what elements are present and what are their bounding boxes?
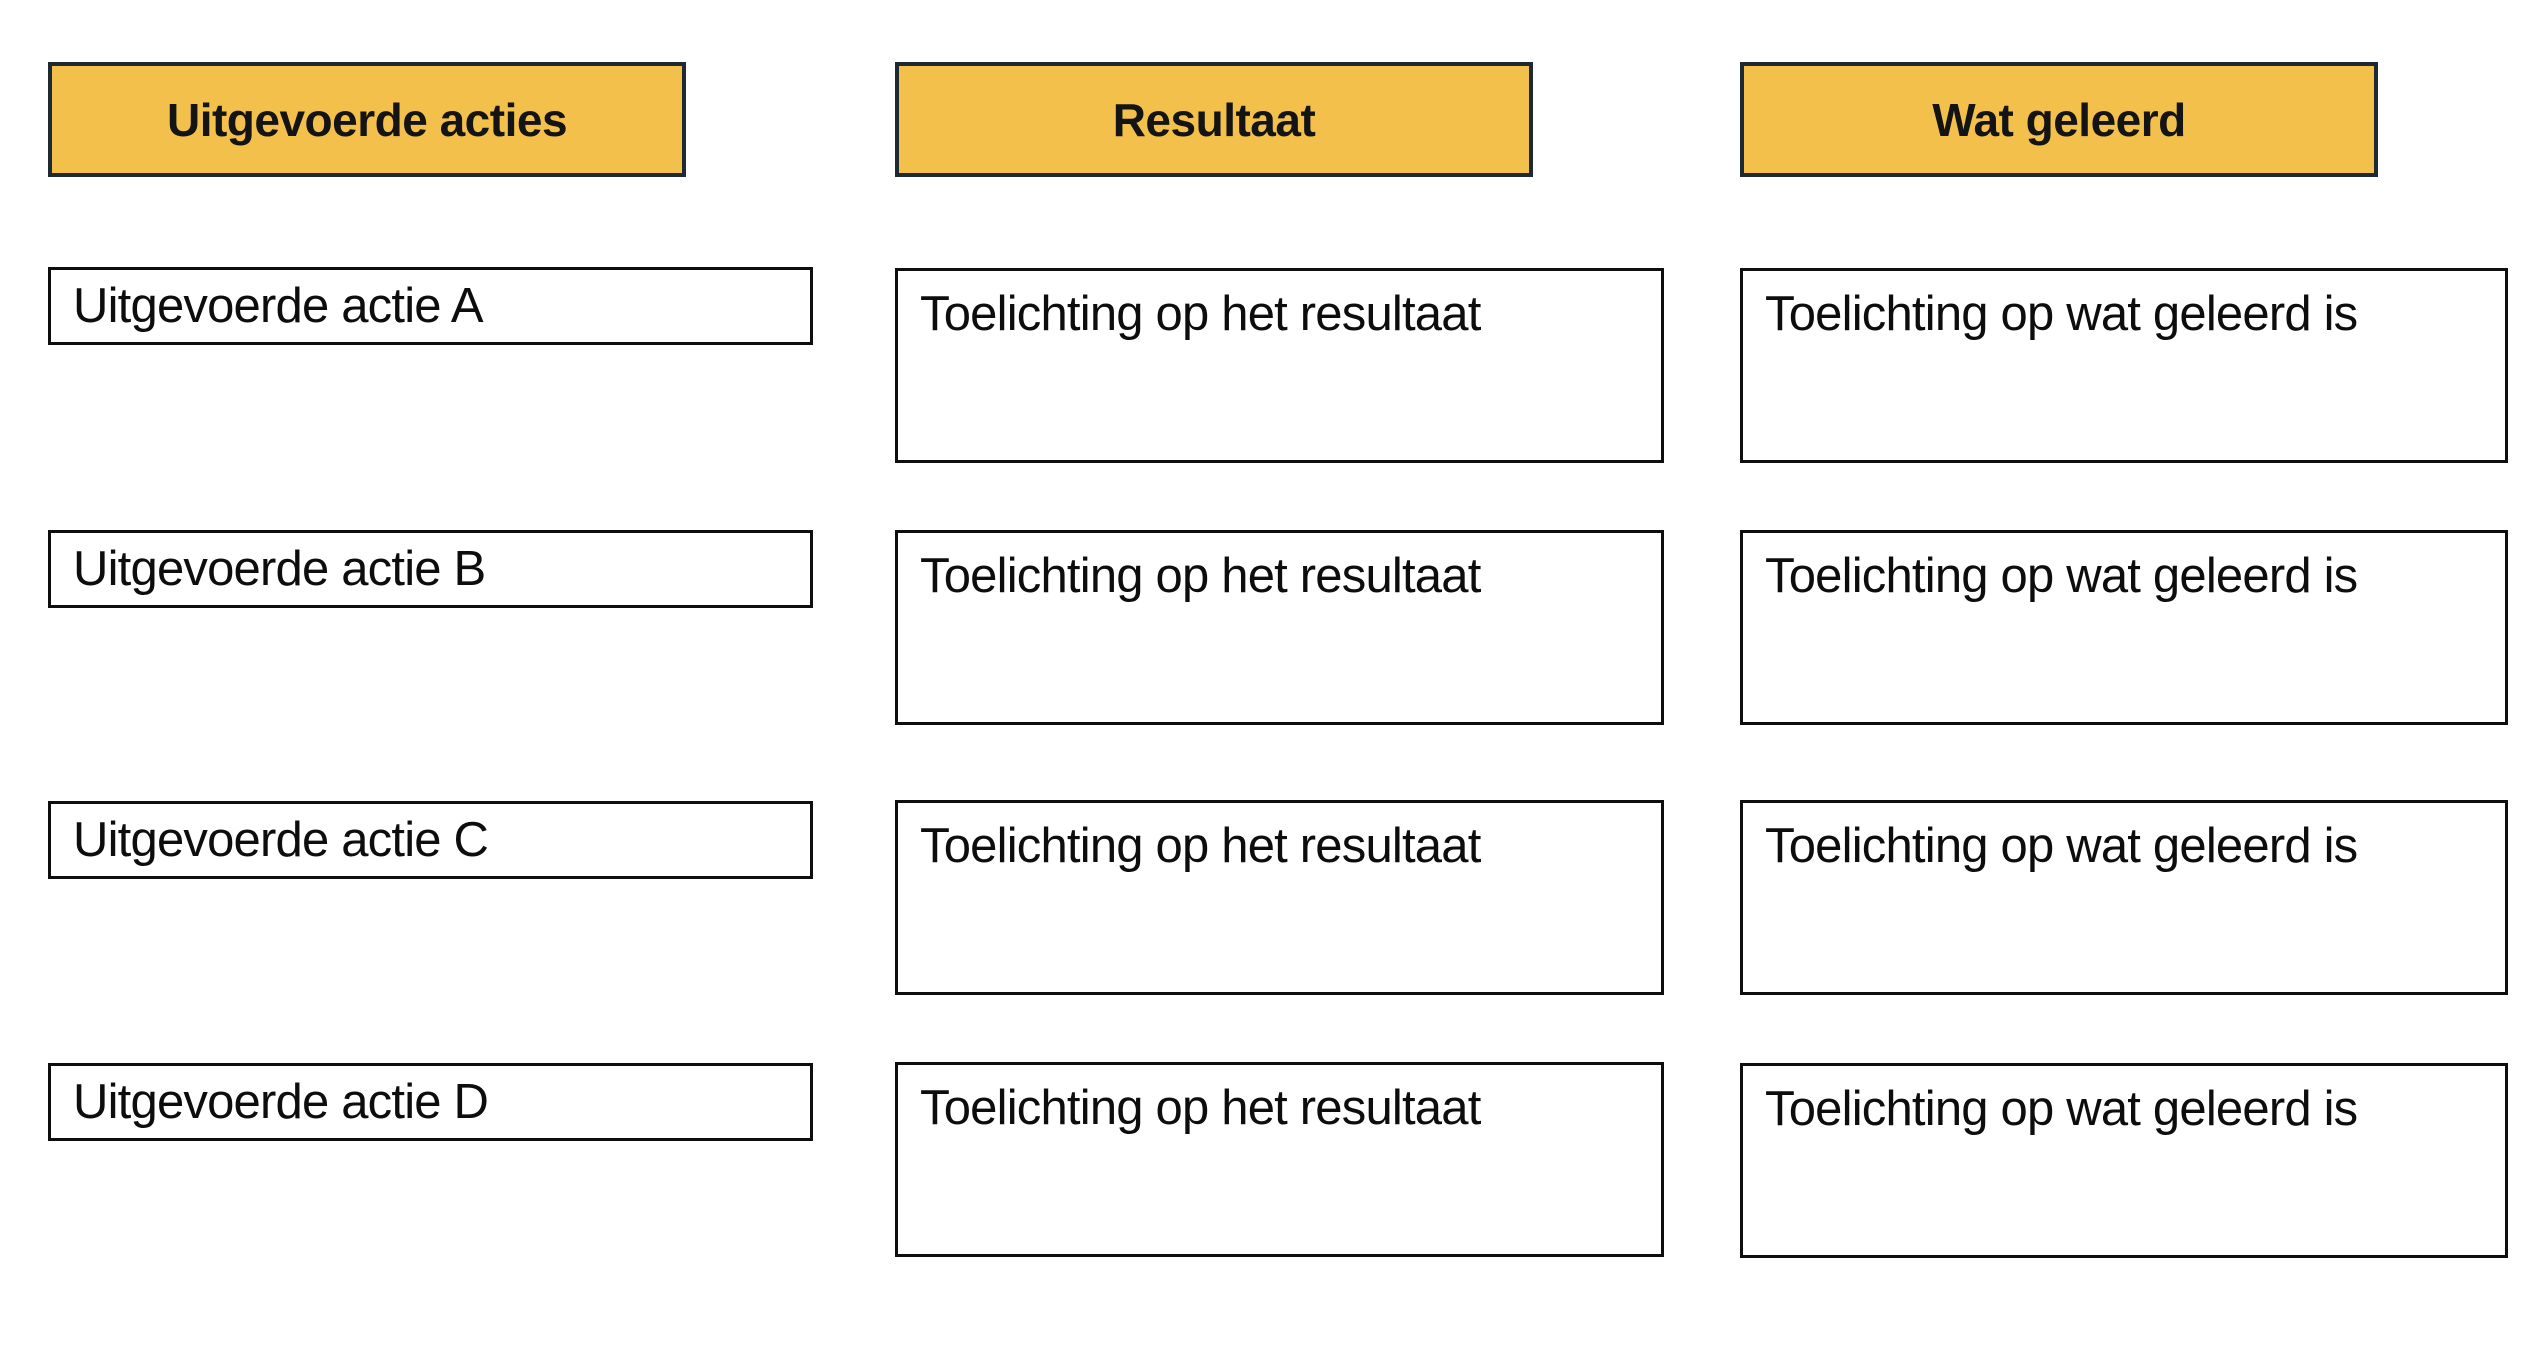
- result-box-1[interactable]: Toelichting op het resultaat: [895, 268, 1664, 463]
- action-box-c[interactable]: Uitgevoerde actie C: [48, 801, 813, 879]
- result-box-2[interactable]: Toelichting op het resultaat: [895, 530, 1664, 725]
- column-header-resultaat: Resultaat: [895, 62, 1533, 177]
- action-box-b[interactable]: Uitgevoerde actie B: [48, 530, 813, 608]
- action-box-d[interactable]: Uitgevoerde actie D: [48, 1063, 813, 1141]
- action-box-a[interactable]: Uitgevoerde actie A: [48, 267, 813, 345]
- learned-box-1[interactable]: Toelichting op wat geleerd is: [1740, 268, 2508, 463]
- column-header-uitgevoerde-acties: Uitgevoerde acties: [48, 62, 686, 177]
- learned-box-3[interactable]: Toelichting op wat geleerd is: [1740, 800, 2508, 995]
- result-box-4[interactable]: Toelichting op het resultaat: [895, 1062, 1664, 1257]
- column-header-wat-geleerd: Wat geleerd: [1740, 62, 2378, 177]
- learned-box-2[interactable]: Toelichting op wat geleerd is: [1740, 530, 2508, 725]
- learned-box-4[interactable]: Toelichting op wat geleerd is: [1740, 1063, 2508, 1258]
- result-box-3[interactable]: Toelichting op het resultaat: [895, 800, 1664, 995]
